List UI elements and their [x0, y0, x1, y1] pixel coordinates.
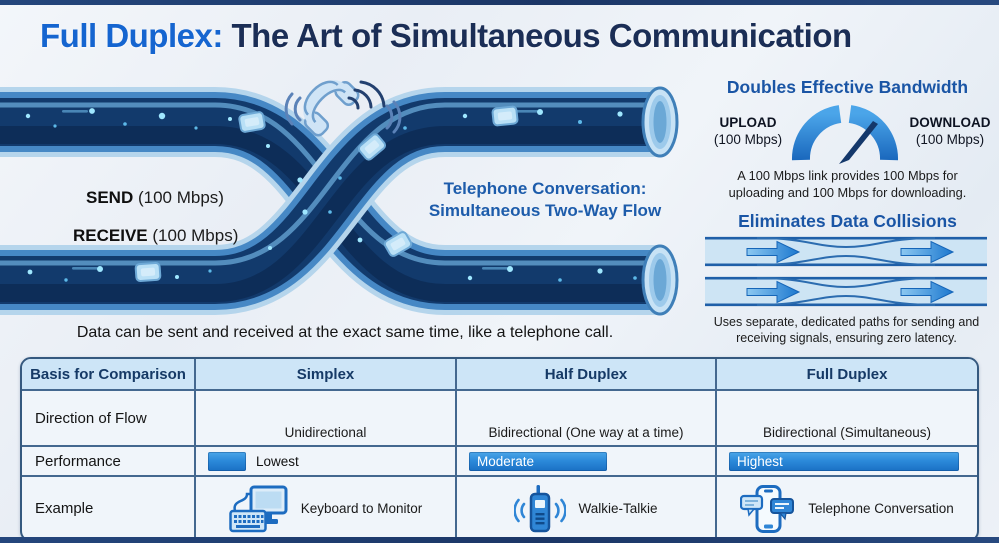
collisions-desc-line2: receiving signals, ensuring zero latency… — [736, 331, 957, 346]
receive-label-value: (100 Mbps) — [152, 226, 239, 245]
top-accent-bar — [0, 0, 999, 5]
upload-label-bold: UPLOAD — [719, 115, 777, 130]
example-half-duplex-text: Walkie-Talkie — [578, 501, 658, 516]
gauge-icon — [792, 105, 898, 164]
collisions-desc-line1: Uses separate, dedicated paths for sendi… — [713, 315, 980, 329]
page-title: Full Duplex: The Art of Simultaneous Com… — [40, 17, 852, 55]
example-label: Example — [35, 500, 94, 517]
collision-free-channel-2 — [705, 276, 987, 307]
chat-bubble-left — [740, 494, 764, 517]
bandwidth-heading: Doubles Effective Bandwidth — [726, 77, 969, 97]
performance-bar-moderate: Moderate — [469, 451, 607, 471]
arrow-right-icon — [746, 240, 801, 264]
duplex-pipes-graphic — [0, 80, 679, 316]
collisions-description: Uses separate, dedicated paths for sendi… — [697, 314, 996, 347]
download-label-bold: DOWNLOAD — [909, 115, 991, 130]
direction-simplex-cell: Unidirectional — [194, 389, 455, 445]
phone-handset-icon — [284, 80, 402, 137]
performance-full-duplex-cell: Highest — [715, 445, 977, 475]
gauge-needle — [839, 121, 878, 164]
side-waves-icon — [284, 92, 402, 134]
performance-half-duplex-cell: Moderate — [455, 445, 715, 475]
table-header-basis: Basis for Comparison — [22, 359, 194, 389]
chat-phones-icon — [740, 484, 795, 533]
send-label-bold: SEND — [86, 188, 134, 207]
receive-label: RECEIVE (100 Mbps) — [73, 226, 238, 246]
example-full-duplex-cell: Telephone Conversation — [715, 475, 977, 540]
direction-half-duplex-cell: Bidirectional (One way at a time) — [455, 389, 715, 445]
row-label-example: Example — [22, 475, 194, 540]
walkie-talkie-icon — [514, 484, 567, 532]
performance-lowest-text: Lowest — [256, 453, 299, 469]
table-header-full-duplex: Full Duplex — [715, 359, 977, 389]
signal-waves-icon — [347, 80, 386, 110]
diagram-bottom-caption: Data can be sent and received at the exa… — [76, 324, 614, 341]
arrow-right-icon — [900, 280, 955, 304]
performance-bar-lowest — [208, 451, 246, 471]
bandwidth-description: A 100 Mbps link provides 100 Mbps for up… — [698, 168, 997, 201]
example-simplex-cell: Keyboard to Monitor — [194, 475, 455, 540]
bandwidth-desc-line1: A 100 Mbps link provides 100 Mbps for — [737, 168, 958, 183]
row-label-direction: Direction of Flow — [22, 389, 194, 445]
performance-simplex-cell: Lowest — [194, 445, 455, 475]
chat-bubble-right — [770, 497, 795, 520]
keyboard-monitor-icon — [228, 485, 288, 532]
telephone-conversation-caption: Telephone Conversation: Simultaneous Two… — [425, 178, 665, 223]
performance-moderate-text: Moderate — [477, 453, 535, 469]
performance-highest-text: Highest — [737, 453, 783, 469]
caption-line1: Telephone Conversation: — [443, 179, 647, 198]
table-header-half-duplex: Half Duplex — [455, 359, 715, 389]
data-packet-squares — [134, 105, 519, 283]
arrow-right-icon — [746, 280, 801, 304]
download-label-value: (100 Mbps) — [915, 131, 985, 147]
title-highlight: Full Duplex: — [40, 17, 223, 54]
download-label: DOWNLOAD (100 Mbps) — [902, 115, 998, 149]
bottom-accent-bar — [0, 537, 999, 543]
direction-label: Direction of Flow — [35, 409, 147, 427]
arrow-right-icon — [900, 240, 955, 264]
table-header-simplex: Simplex — [194, 359, 455, 389]
data-packet-dots — [25, 108, 650, 282]
send-label: SEND (100 Mbps) — [86, 188, 224, 208]
example-half-duplex-cell: Walkie-Talkie — [455, 475, 715, 540]
upload-label: UPLOAD (100 Mbps) — [700, 115, 796, 149]
collisions-heading: Eliminates Data Collisions — [738, 211, 957, 231]
collision-free-channel-1 — [705, 236, 987, 267]
bandwidth-desc-line2: uploading and 100 Mbps for downloading. — [728, 184, 967, 200]
pipe-receive — [0, 87, 660, 315]
send-label-value: (100 Mbps) — [137, 188, 224, 207]
row-label-performance: Performance — [22, 445, 194, 475]
performance-bar-highest: Highest — [729, 451, 959, 471]
example-simplex-text: Keyboard to Monitor — [300, 501, 423, 516]
caption-line2: Simultaneous Two-Way Flow — [428, 201, 662, 221]
pipe-openings — [641, 86, 679, 316]
title-rest: The Art of Simultaneous Communication — [222, 17, 853, 54]
direction-full-duplex-cell: Bidirectional (Simultaneous) — [715, 389, 977, 445]
example-full-duplex-text: Telephone Conversation — [808, 501, 954, 516]
receive-label-bold: RECEIVE — [73, 226, 148, 245]
performance-label: Performance — [35, 452, 121, 470]
comparison-table: Basis for Comparison Simplex Half Duplex… — [20, 357, 979, 542]
upload-label-value: (100 Mbps) — [713, 131, 783, 147]
